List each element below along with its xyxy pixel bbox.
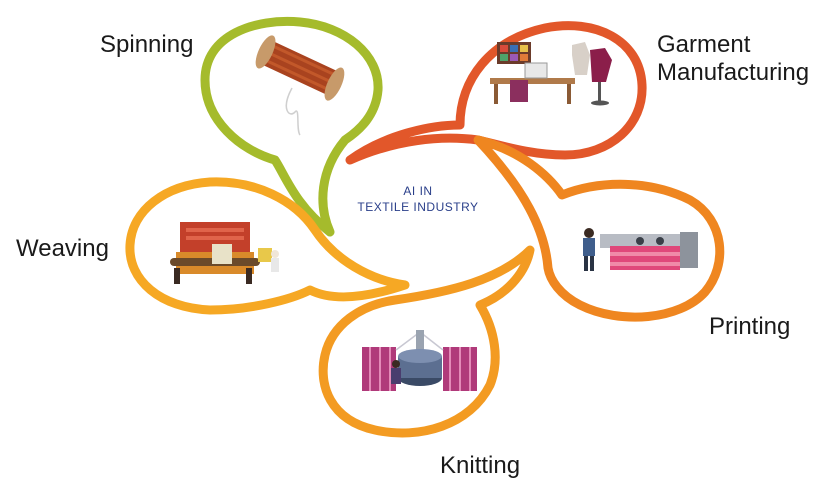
- label-printing: Printing: [709, 313, 791, 340]
- petal-printing: [473, 135, 725, 322]
- tailoring-workshop-icon: [490, 42, 612, 106]
- label-garment-manufacturing: Garment Manufacturing: [657, 31, 809, 87]
- weaving-loom-icon: [170, 222, 279, 284]
- center-title-line2: TEXTILE INDUSTRY: [357, 200, 479, 214]
- center-title-line1: AI IN: [403, 184, 433, 198]
- label-garment-line2: Manufacturing: [657, 59, 810, 86]
- thread-spool-icon: [255, 35, 345, 136]
- label-garment-line1: Garment: [657, 31, 751, 58]
- petal-weaving: [125, 177, 410, 315]
- label-weaving: Weaving: [16, 235, 109, 262]
- textile-printing-machine-icon: [583, 228, 698, 271]
- label-spinning: Spinning: [100, 31, 194, 58]
- center-title: AI IN TEXTILE INDUSTRY: [318, 183, 518, 215]
- label-knitting: Knitting: [440, 452, 521, 479]
- circular-knitting-machine-icon: [362, 330, 477, 391]
